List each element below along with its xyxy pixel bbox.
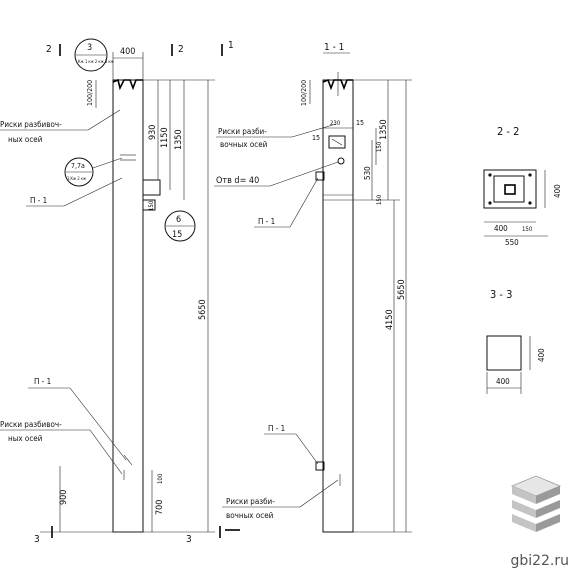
note-axis-right-l2: вочных осей <box>220 140 268 149</box>
note-axis-right-l1: Риски разби- <box>218 126 267 136</box>
sec3-label-right: 3 <box>186 534 192 545</box>
logo-slab-2-left <box>512 500 536 518</box>
dim-width-top: 400 <box>120 47 135 57</box>
sec2-label-right: 2 <box>178 44 184 55</box>
callout-6-circle <box>164 210 196 242</box>
right-hole <box>337 157 345 165</box>
sec22-dim-550: 550 <box>505 238 519 247</box>
dim-150-right: 150 <box>376 141 383 152</box>
view-1-1-label: 1 - 1 <box>324 42 344 53</box>
section-2-2: 2 - 2 400 150 550 400 <box>483 125 562 247</box>
dim-15b: 15 <box>312 134 320 142</box>
left-console <box>143 179 161 196</box>
callout-3-top: 3 <box>87 43 92 53</box>
view-3-3-label: 3 - 3 <box>490 288 512 301</box>
callout-77a-leader <box>92 157 123 169</box>
sec3-label-left: 3 <box>34 534 40 545</box>
right-console-plate <box>315 171 325 181</box>
sec22-bar-2 <box>528 173 532 177</box>
sec22-bar-3 <box>488 201 492 205</box>
dim-5650-left: 5650 <box>198 299 208 320</box>
dim-head-left: 100/200 <box>86 80 94 106</box>
note-p1-right-lower: П - 1 <box>268 424 285 433</box>
note-axis-right-low-l2: вочных осей <box>226 511 274 520</box>
logo-slab-1-left <box>512 486 536 504</box>
sec22-core <box>504 184 516 195</box>
logo-slab-3-right <box>536 514 560 532</box>
logo-slab-3-left <box>512 514 536 532</box>
note-hole: Отв d= 40 <box>216 176 259 186</box>
left-column-outline <box>112 79 144 533</box>
note-axis-right-leader <box>291 123 337 138</box>
sec22-outline <box>483 169 537 209</box>
callout-6-top: 6 <box>176 215 181 225</box>
site-logo <box>510 475 562 532</box>
right-column-view: 1 - 1 100/200 230 15 15 150 530 150 1350… <box>214 42 412 533</box>
dim-1150: 1150 <box>160 127 170 148</box>
dim-150-left: 150 <box>148 200 155 211</box>
view-2-2-label: 2 - 2 <box>497 125 519 138</box>
dim-4150: 4150 <box>385 309 395 330</box>
note-axis-right-low-l1: Риски разби- <box>226 496 275 506</box>
note-axis-top-leader <box>87 109 121 131</box>
sec33-outline <box>486 335 522 371</box>
dim-1350-right: 1350 <box>379 119 389 140</box>
callout-77a-top: 7,7а <box>71 162 85 170</box>
dim-530: 530 <box>363 166 372 180</box>
dim-930: 930 <box>148 125 158 140</box>
callout-6-bottom: 15 <box>172 230 182 240</box>
note-axis-low-l1: Риски разбивоч- <box>0 419 62 429</box>
sec22-bar-1 <box>488 173 492 177</box>
note-axis-top-l1: Риски разбивоч- <box>0 119 62 129</box>
sec22-dim-height: 400 <box>553 184 562 198</box>
left-column-view: 2 2 1 3 3 400 100/200 930 1150 1350 150 … <box>0 38 240 545</box>
sec22-inner <box>493 175 525 203</box>
right-embedded-plate-top <box>328 135 346 149</box>
dim-head-right: 100/200 <box>300 80 308 106</box>
dim-15: 15 <box>356 119 364 127</box>
logo-slab-2-right <box>536 500 560 518</box>
note-axis-low-l2: ных осей <box>8 434 43 443</box>
sec22-dim-400: 400 <box>494 224 508 233</box>
dim-700: 700 <box>155 500 165 515</box>
dim-1350: 1350 <box>174 129 184 150</box>
note-p1-rl-leader <box>295 433 319 465</box>
dim-100: 100 <box>157 473 164 484</box>
note-p1-ll-leader <box>69 387 127 461</box>
sec2-label-left: 2 <box>46 44 52 55</box>
sec33-dim-width: 400 <box>496 377 510 386</box>
note-p1-left-lower: П - 1 <box>34 377 51 386</box>
callout-3-bottom: Кж 1 кж 2 кж 3 кж <box>78 59 115 64</box>
right-plate-cross <box>331 138 343 146</box>
dim-150-right-b: 150 <box>376 194 383 205</box>
callout-77a-circle <box>64 157 94 187</box>
site-domain-label: gbi22.ru <box>510 553 569 569</box>
sec22-bar-4 <box>528 201 532 205</box>
sec33-dim-height: 400 <box>537 348 546 362</box>
dim-900: 900 <box>59 490 69 505</box>
note-p1-left-upper: П - 1 <box>30 196 47 205</box>
left-console-plate <box>142 199 156 211</box>
left-column-head <box>112 78 143 91</box>
section-3-3: 3 - 3 400 400 <box>486 288 546 394</box>
note-axis-top-l2: ных осей <box>8 135 43 144</box>
right-column-head <box>322 78 353 91</box>
dim-5650-right: 5650 <box>397 279 407 300</box>
right-lower-plate <box>315 461 325 471</box>
note-p1-lu-leader <box>63 177 123 207</box>
callout-3-circle <box>74 38 108 72</box>
logo-slab-1-right <box>536 486 560 504</box>
callout-77a-bottom: 1.Кж 2 кж <box>67 176 87 181</box>
dim-230: 230 <box>330 120 341 127</box>
note-p1-right-upper: П - 1 <box>258 217 275 226</box>
sec1-label-top: 1 <box>228 40 234 51</box>
note-axis-low-leader <box>89 429 123 475</box>
note-axis-right-low-leader <box>299 479 339 508</box>
note-hole-leader <box>269 161 339 187</box>
left-embedded-plate <box>123 454 133 466</box>
note-p1-ru-leader <box>289 177 319 228</box>
sec22-dim-150: 150 <box>522 226 533 233</box>
